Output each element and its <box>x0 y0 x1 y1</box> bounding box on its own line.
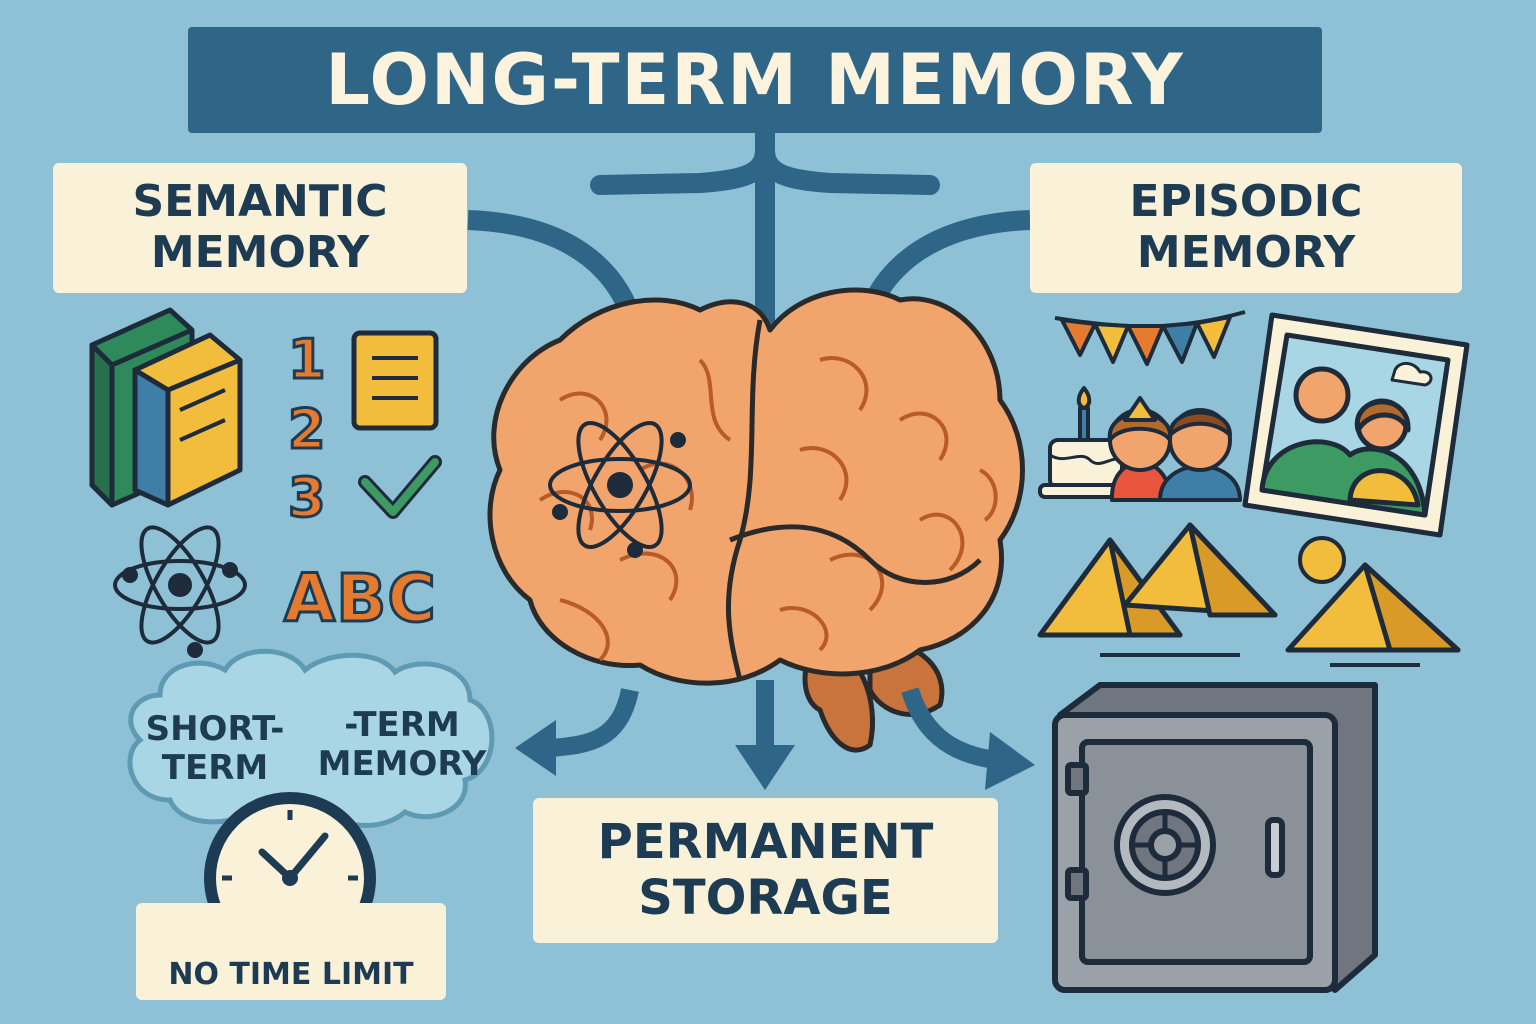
permanent-line1: PERMANENT <box>597 814 934 871</box>
number-three: 3 <box>287 465 328 531</box>
short-term-text-left: SHORT- TERM <box>140 709 290 789</box>
cloud-icon <box>127 648 495 828</box>
brain-icon <box>487 287 1025 753</box>
title-banner: LONG-TERM MEMORY <box>188 27 1322 133</box>
photo-icon <box>1242 312 1470 538</box>
number-two: 2 <box>287 397 328 463</box>
atom-icon <box>548 421 692 558</box>
party-icon <box>1038 310 1246 502</box>
short-term-right-line1: -TERM <box>344 705 460 745</box>
list-icon <box>351 330 439 431</box>
permanent-storage-label: PERMANENT STORAGE <box>533 798 998 943</box>
episodic-line2: MEMORY <box>1136 227 1356 278</box>
books-icon <box>89 307 243 508</box>
checkmark-icon <box>358 455 442 519</box>
semantic-memory-label: SEMANTIC MEMORY <box>53 163 467 293</box>
pyramids-icon <box>1037 522 1461 667</box>
semantic-line2: MEMORY <box>150 227 370 278</box>
abc-letters: ABC <box>283 559 438 639</box>
short-term-text-right: -TERM MEMORY <box>312 705 492 785</box>
arrow-to-permanent <box>735 680 795 790</box>
safe-icon <box>1052 682 1378 993</box>
connector-lines <box>590 123 940 330</box>
sun-icon <box>1298 536 1346 584</box>
episodic-memory-label: EPISODIC MEMORY <box>1030 163 1462 293</box>
short-term-left-line2: TERM <box>161 748 269 789</box>
no-time-limit-text: NO TIME LIMIT <box>168 956 414 992</box>
atom-icon-left <box>113 525 247 658</box>
no-time-limit-label: NO TIME LIMIT <box>136 903 446 1000</box>
page-title: LONG-TERM MEMORY <box>325 39 1185 121</box>
episodic-line1: EPISODIC <box>1129 176 1363 228</box>
short-term-left-line1: SHORT- <box>145 709 285 749</box>
permanent-line2: STORAGE <box>638 869 893 926</box>
arrow-to-safe <box>901 687 1035 790</box>
number-one: 1 <box>287 327 328 393</box>
short-term-right-line2: MEMORY <box>317 744 487 785</box>
semantic-line1: SEMANTIC <box>132 176 388 228</box>
arrow-to-short-term <box>515 687 639 776</box>
